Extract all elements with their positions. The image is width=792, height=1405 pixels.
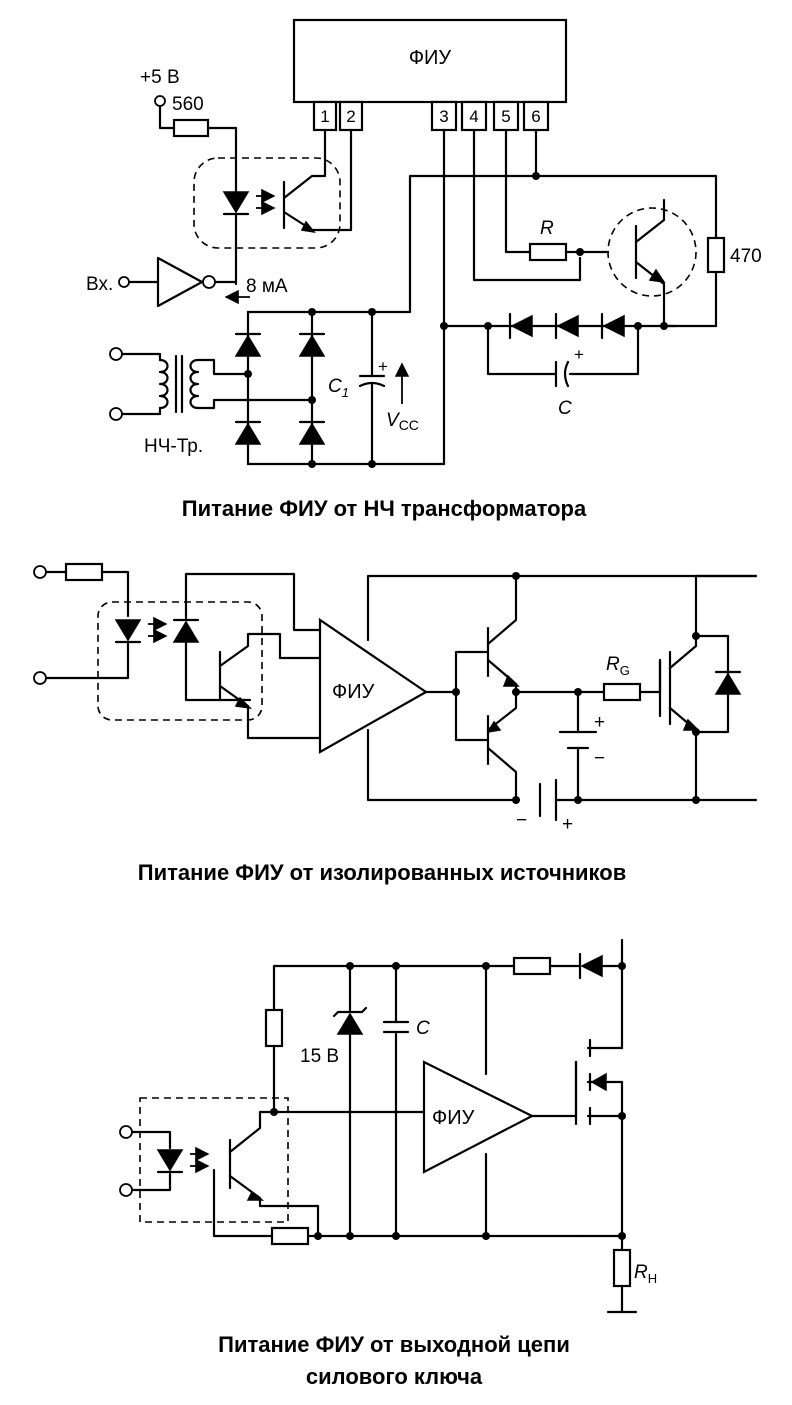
caption-1: Питание ФИУ от НЧ трансформатора <box>182 496 587 521</box>
c-label: C <box>558 398 572 419</box>
caption-2: Питание ФИУ от изолированных источников <box>138 860 626 885</box>
svg-text:+: + <box>562 814 573 835</box>
capacitor-c3 <box>382 962 410 1240</box>
diagram-lf-transformer: ФИУ 1 2 3 4 5 6 +5 В 560 Вх. 8 мА <box>86 18 762 521</box>
fiu-block <box>292 18 568 104</box>
igbt-icon <box>658 574 758 804</box>
resistor-470 <box>706 236 726 274</box>
bridge-rectifier <box>234 174 718 468</box>
resistor-r <box>528 242 568 262</box>
rg-label: RG <box>606 654 630 678</box>
led-icon-2 <box>114 616 168 644</box>
fiu-label-2: ФИУ <box>332 681 375 703</box>
rh-label: RН <box>634 1262 657 1286</box>
inverter-icon <box>118 256 238 308</box>
svg-text:+: + <box>378 357 388 376</box>
pin-6: 6 <box>531 107 540 126</box>
pin-3: 3 <box>439 107 448 126</box>
supply-terminal <box>154 95 166 107</box>
c1-label: C1 <box>328 376 349 400</box>
phototransistor-icon <box>282 128 353 234</box>
input-label: Вх. <box>86 274 113 295</box>
fiu-label-3: ФИУ <box>432 1107 475 1129</box>
fiu-label: ФИУ <box>409 47 452 69</box>
optocoupler-outline-2 <box>97 601 263 721</box>
resistor-bottom <box>270 1226 310 1246</box>
led-icon-3 <box>156 1146 210 1174</box>
caption-3a: Питание ФИУ от выходной цепи <box>218 1332 570 1357</box>
pin-5: 5 <box>501 107 510 126</box>
opto-transistor-icon <box>218 632 322 740</box>
ground-icon <box>606 1284 638 1314</box>
zener-icon <box>332 962 368 1240</box>
fiu-amplifier-3 <box>422 1060 535 1174</box>
resistor-rh <box>612 1248 632 1288</box>
mosfet-icon <box>574 1038 626 1238</box>
current-label: 8 мА <box>246 276 288 297</box>
vcc-label: VCC <box>386 410 419 433</box>
zener-label: 15 В <box>300 1046 339 1067</box>
diagram-output-circuit: 15 В C ФИУ RН Питание ФИУ от выходной це… <box>119 938 657 1389</box>
r560-label: 560 <box>172 94 204 115</box>
transformer-icon <box>109 347 314 421</box>
photodiode-icon <box>172 572 322 702</box>
push-pull-stage <box>452 572 662 804</box>
diode-string: + <box>484 312 642 388</box>
pin-2: 2 <box>346 107 355 126</box>
optocoupler-outline-3 <box>139 1097 289 1223</box>
resistor-top <box>512 956 552 976</box>
svg-text:+: + <box>574 345 584 364</box>
supply-label: +5 В <box>140 67 180 88</box>
battery-upper: + − <box>558 688 605 802</box>
resistor-560 <box>172 118 210 138</box>
svg-text:−: − <box>516 810 527 831</box>
fiu-amplifier <box>318 617 429 754</box>
output-transistor-icon <box>607 198 697 328</box>
led-icon <box>222 184 276 286</box>
c3-label: C <box>416 1018 430 1039</box>
pin-1: 1 <box>320 107 329 126</box>
optocoupler-outline <box>193 157 341 249</box>
resistor-pullup <box>264 1008 284 1048</box>
resistor-rg <box>602 682 642 702</box>
battery-lower: − + <box>516 778 758 835</box>
input-resistor <box>64 562 104 582</box>
r470-label: 470 <box>730 246 762 267</box>
svg-text:−: − <box>594 748 605 769</box>
svg-text:+: + <box>594 712 605 733</box>
diagram-isolated-sources: ФИУ + − − + RG <box>33 562 758 885</box>
fiu-pins: 1 2 3 4 5 6 <box>312 100 550 132</box>
transformer-label: НЧ-Тр. <box>144 436 203 457</box>
pin-4: 4 <box>469 107 478 126</box>
capacitor-c1: + <box>358 310 388 466</box>
caption-3b: силового ключа <box>306 1364 483 1389</box>
r-label: R <box>540 218 554 239</box>
